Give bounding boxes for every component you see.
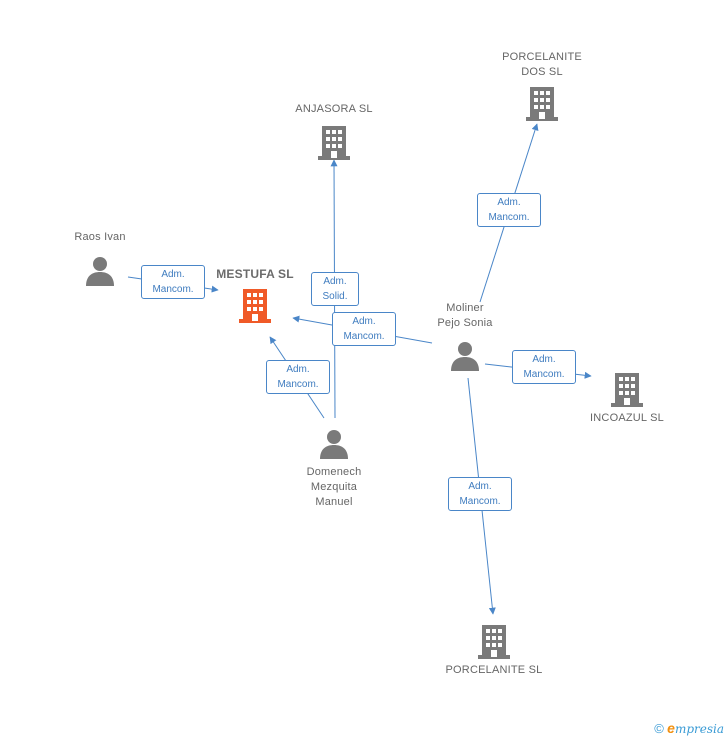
node-porcelanite-dos-sl[interactable]: PORCELANITE DOS SL xyxy=(486,50,598,121)
building-icon xyxy=(318,126,350,160)
edge-label-moliner-incoazul[interactable]: Adm. Mancom. xyxy=(512,350,576,384)
building-icon xyxy=(239,289,271,323)
node-porcelanite-sl[interactable]: PORCELANITE SL xyxy=(434,623,554,678)
edge-label-raos-mestufa[interactable]: Adm. Mancom. xyxy=(141,265,205,299)
node-incoazul-sl[interactable]: INCOAZUL SL xyxy=(571,371,683,426)
person-icon xyxy=(451,342,479,371)
edge-label-moliner-porcelanite[interactable]: Adm. Mancom. xyxy=(448,477,512,511)
copyright-symbol: © xyxy=(654,721,664,736)
node-label: INCOAZUL SL xyxy=(590,412,664,424)
person-icon xyxy=(86,257,114,286)
node-raos-ivan[interactable]: Raos Ivan xyxy=(50,230,150,286)
edge-label-domenech-anjasora[interactable]: Adm. Solid. xyxy=(311,272,359,306)
node-label: Domenech Mezquita Manuel xyxy=(306,466,362,508)
building-icon xyxy=(611,373,643,407)
node-label: Raos Ivan xyxy=(74,231,126,243)
node-label: PORCELANITE DOS SL xyxy=(502,51,582,78)
node-anjasora-sl[interactable]: ANJASORA SL xyxy=(276,102,392,160)
building-icon xyxy=(478,625,510,659)
footer-credit: © empresia xyxy=(654,720,724,736)
node-domenech-mezquita-manuel[interactable]: Domenech Mezquita Manuel xyxy=(284,429,384,510)
node-moliner-pejo-sonia[interactable]: Moliner Pejo Sonia xyxy=(415,301,515,371)
brand-logo-text: mpresia xyxy=(674,722,724,736)
person-icon xyxy=(320,430,348,459)
edge-label-moliner-porcelanite-dos[interactable]: Adm. Mancom. xyxy=(477,193,541,227)
brand-logo-initial: e xyxy=(667,720,675,736)
building-icon xyxy=(526,87,558,121)
node-label: PORCELANITE SL xyxy=(445,664,543,676)
node-label: ANJASORA SL xyxy=(295,103,373,115)
node-label: Moliner Pejo Sonia xyxy=(437,302,493,329)
node-label: MESTUFA SL xyxy=(216,267,294,281)
edge-label-domenech-mestufa[interactable]: Adm. Mancom. xyxy=(266,360,330,394)
node-mestufa-sl[interactable]: MESTUFA SL xyxy=(203,267,307,323)
edge-label-moliner-mestufa[interactable]: Adm. Mancom. xyxy=(332,312,396,346)
